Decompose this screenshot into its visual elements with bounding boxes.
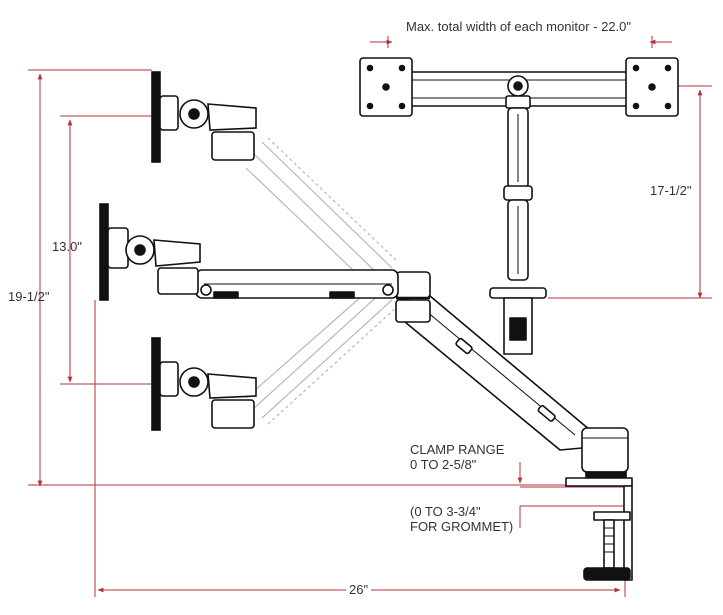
vesa-plate: [151, 71, 161, 163]
vesa-hole: [632, 102, 640, 110]
tilt-bracket: [107, 227, 129, 269]
forearm-slot: [329, 291, 355, 299]
grommet-line1: (0 TO 3-3/4": [410, 504, 481, 519]
grommet-label: (0 TO 3-3/4" FOR GROMMET): [410, 504, 513, 534]
column-joint: [503, 185, 533, 201]
center-hub-pin: [513, 81, 523, 91]
vesa-hole: [366, 102, 374, 110]
upper-arm-slot: [537, 404, 556, 422]
base-post-ring: [585, 471, 627, 479]
forearm-slot: [213, 291, 239, 299]
forearm-screw: [200, 284, 212, 296]
vesa-hole: [366, 64, 374, 72]
elbow-joint: [395, 271, 431, 299]
clamp-lower-jaw: [593, 511, 631, 521]
tilt-knuckle-pin: [134, 244, 146, 256]
front-base-plate: [489, 287, 547, 299]
max-width-label: Max. total width of each monitor - 22.0": [406, 19, 631, 34]
vesa-plate: [99, 203, 109, 301]
ghost-forearm-up-edge: [267, 137, 399, 263]
clamp-range-label: CLAMP RANGE 0 TO 2-5/8": [410, 442, 504, 472]
height-inner-label: 13.0": [52, 239, 82, 254]
swivel-base: [157, 267, 199, 295]
vesa-hole: [398, 64, 406, 72]
clamp-range-line2: 0 TO 2-5/8": [410, 457, 477, 472]
swivel-link: [207, 103, 257, 131]
vesa-hole: [398, 102, 406, 110]
tilt-knuckle-pin: [188, 376, 200, 388]
clamp-spine: [623, 485, 633, 581]
vesa-hole: [632, 64, 640, 72]
monitor-head-bottom: [151, 337, 257, 431]
forearm-screw: [382, 284, 394, 296]
monitor-head-top: [151, 71, 257, 163]
tilt-knuckle-pin: [188, 108, 200, 120]
front-view-arm: [359, 57, 679, 355]
swivel-base: [211, 399, 255, 429]
vesa-hole: [664, 64, 672, 72]
vesa-hole: [664, 102, 672, 110]
ghost-forearm-down-edge: [267, 305, 399, 425]
clamp-plate: [565, 477, 633, 487]
hub-collar: [505, 95, 531, 109]
front-clamp-knob: [509, 317, 527, 341]
vesa-plate: [151, 337, 161, 431]
ghost-forearm-down: [245, 281, 393, 419]
swivel-link: [207, 373, 257, 399]
elbow-joint-lower: [395, 299, 431, 323]
side-view-arm: [195, 269, 633, 581]
vesa-hole: [382, 83, 390, 91]
reach-label: 26": [346, 583, 372, 596]
height-total-label: 19-1/2": [8, 289, 50, 304]
base-post: [581, 427, 629, 473]
monitor-head-middle: [99, 203, 201, 301]
vesa-hole: [648, 83, 656, 91]
tilt-bracket: [159, 95, 179, 131]
height-right-label: 17-1/2": [650, 183, 692, 198]
tilt-bracket: [159, 361, 179, 397]
clamp-range-line1: CLAMP RANGE: [410, 442, 505, 457]
upper-arm-slot: [455, 337, 473, 355]
grommet-line2: FOR GROMMET): [410, 519, 514, 534]
swivel-base: [211, 131, 255, 161]
swivel-link: [153, 239, 201, 267]
clamp-knob: [583, 567, 631, 581]
